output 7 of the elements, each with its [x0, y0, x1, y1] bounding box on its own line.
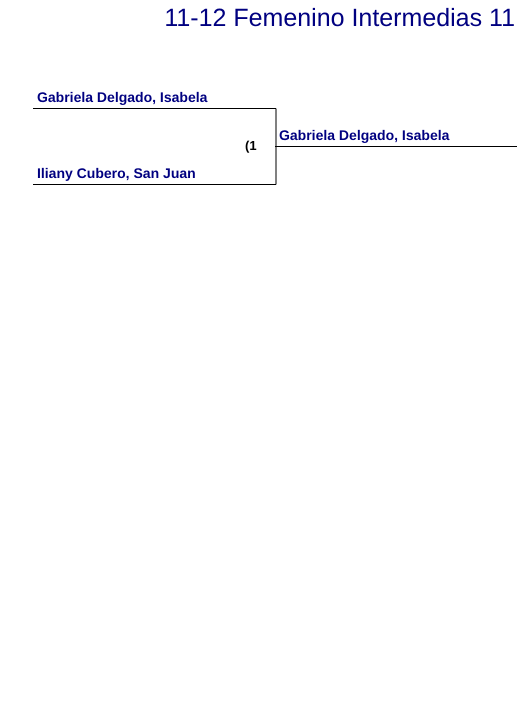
seed-number: (1: [245, 138, 257, 153]
bracket-line: [274, 146, 276, 185]
player-name: Iliany Cubero, San Juan: [33, 165, 276, 185]
player-name: Gabriela Delgado, Isabela: [275, 127, 517, 147]
bracket-title: 11-12 Femenino Intermedias 11: [164, 4, 515, 33]
bracket-line: [274, 108, 276, 147]
player-name: Gabriela Delgado, Isabela: [33, 89, 276, 109]
